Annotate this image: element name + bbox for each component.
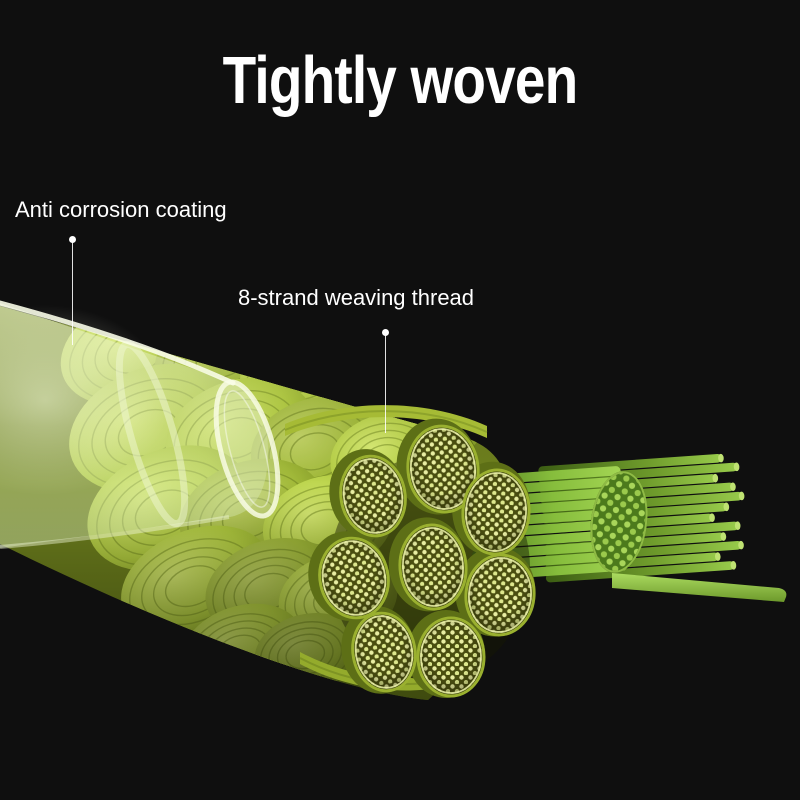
rod-tip (709, 513, 715, 522)
strand-face-rim (410, 428, 476, 510)
strand-face-outline (398, 523, 468, 611)
single-filament-rod (612, 573, 787, 602)
anti-corrosion-coating-sheath (0, 300, 281, 549)
coating-body (0, 303, 268, 548)
coating-bottom-edge (0, 515, 230, 549)
strand-face-rim (465, 472, 527, 552)
rod-tip (730, 561, 737, 570)
strand-cross-section (398, 523, 468, 611)
strand-face-rim (342, 458, 404, 534)
rod-tip (734, 521, 741, 530)
strand-face-rim (402, 527, 464, 607)
filament-bundle-cut-face (590, 471, 648, 573)
strand-cross-section (339, 454, 407, 538)
strand-face-outline (351, 611, 417, 693)
rod-tip (738, 540, 744, 550)
strand-cross-sections (284, 405, 536, 698)
strand-face-outline (416, 616, 486, 698)
strand-cross-section (464, 553, 536, 637)
coating-ring-band (115, 340, 189, 528)
strand-cross-section (406, 424, 480, 514)
strand-cross-section (416, 616, 486, 698)
rod-tip (730, 482, 736, 492)
callout-label: Anti corrosion coating (15, 197, 227, 222)
strand-face-rim (468, 557, 532, 633)
filament-bundle (466, 453, 787, 602)
strand-face-outline (461, 468, 531, 556)
rod-tip (718, 453, 724, 463)
rod-tip (720, 532, 727, 541)
callout-leader-line (69, 236, 76, 345)
rod-tip (714, 552, 721, 561)
strand-face-rim (420, 620, 482, 694)
filament-rod (545, 561, 735, 583)
strand-ridge (284, 410, 488, 433)
strand-face-rim (321, 540, 387, 616)
headline-title: Tightly woven (222, 43, 578, 118)
strand-cross-section (461, 468, 531, 556)
leader-dot-icon (382, 329, 389, 336)
strand-body-top (285, 405, 487, 438)
rod-tip (733, 462, 740, 472)
strand-face-outline (406, 424, 480, 514)
rod-tip (723, 502, 730, 512)
rod-tip (738, 491, 745, 501)
strand-face-outline (318, 536, 390, 620)
strand-cross-section (351, 611, 417, 693)
strand-face-outline (464, 553, 536, 637)
callout-label: 8-strand weaving thread (238, 285, 475, 310)
strand-cross-section (318, 536, 390, 620)
rod-tip (712, 473, 719, 483)
callout-leader-line (382, 329, 389, 433)
strand-face-rim (354, 615, 414, 689)
strand-face-outline (339, 454, 407, 538)
coating-top-highlight (0, 300, 236, 386)
leader-dot-icon (69, 236, 76, 243)
